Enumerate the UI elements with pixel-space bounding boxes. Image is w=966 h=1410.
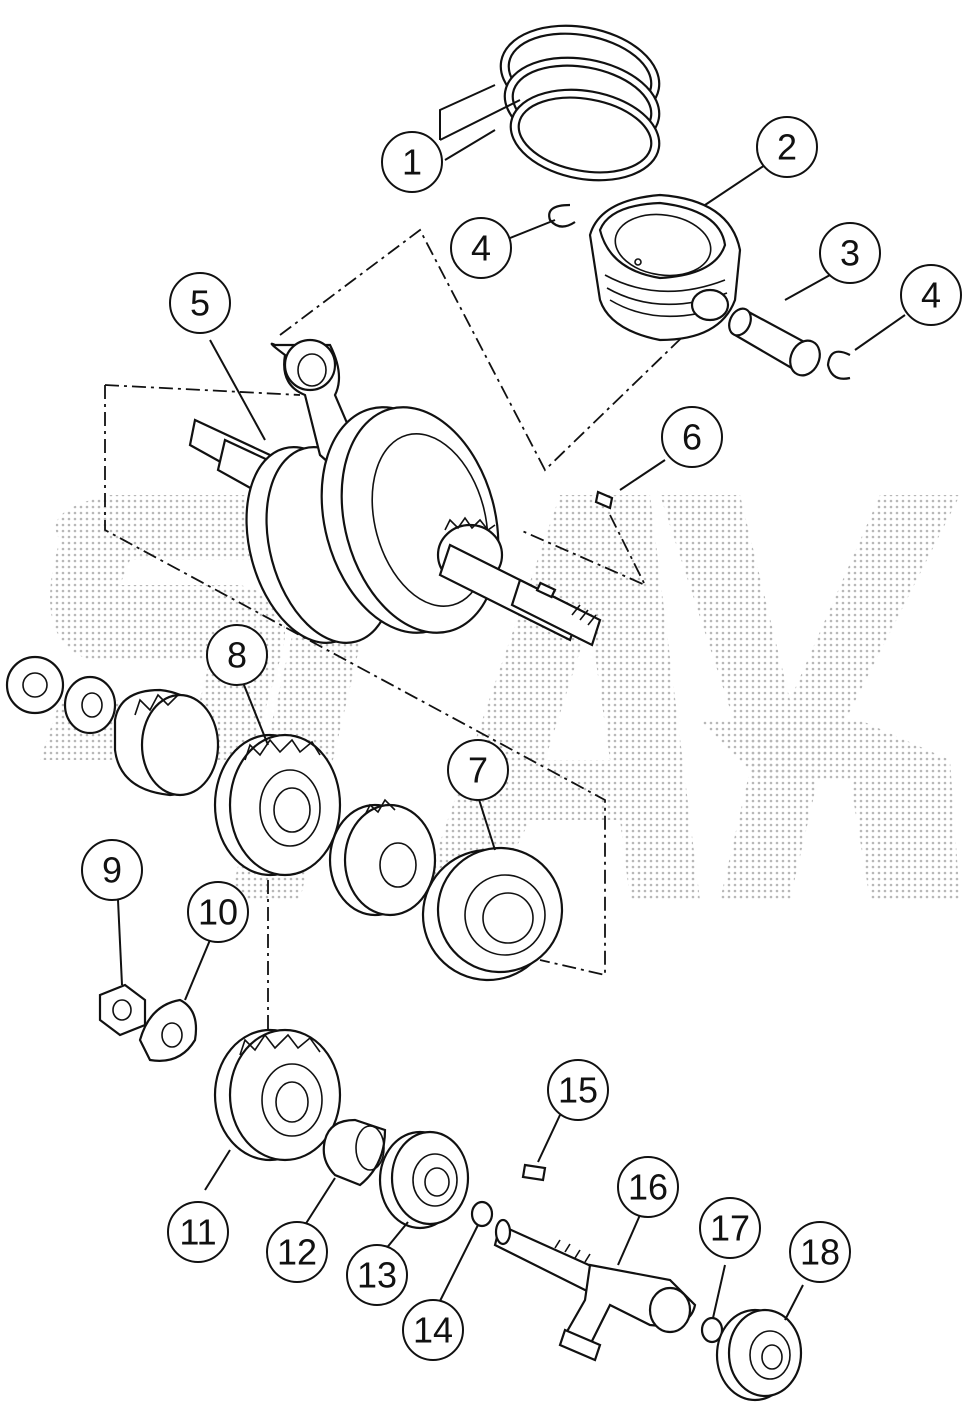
callout-13: 13 (346, 1244, 408, 1306)
callout-3: 3 (819, 222, 881, 284)
circlip-right (826, 350, 851, 380)
callout-15-label: 15 (558, 1070, 598, 1111)
callout-11: 11 (167, 1201, 229, 1263)
bushing (322, 1118, 387, 1187)
o-ring-right (700, 1316, 724, 1344)
callout-12-label: 12 (277, 1232, 317, 1273)
callout-17-label: 17 (710, 1208, 750, 1249)
callout-5: 5 (169, 272, 231, 334)
callout-12: 12 (266, 1221, 328, 1283)
callout-10: 10 (187, 881, 249, 943)
kick-starter-shaft (493, 1218, 697, 1362)
crankshaft-assembly (188, 338, 602, 647)
callout-18-label: 18 (800, 1232, 840, 1273)
shaft-key (521, 1163, 547, 1182)
leader-lines (117, 84, 906, 1321)
callout-17: 17 (699, 1197, 761, 1259)
callout-11-label: 11 (179, 1212, 216, 1253)
callout-3-label: 3 (840, 233, 860, 274)
circlip-left (548, 203, 576, 228)
callout-4-right-label: 4 (921, 275, 941, 316)
gear-middle (328, 798, 437, 917)
callout-2-label: 2 (777, 127, 797, 168)
callout-7-label: 7 (468, 750, 488, 791)
callout-4-left-label: 4 (471, 228, 491, 269)
piston (588, 193, 742, 342)
callout-15: 15 (547, 1059, 609, 1121)
lock-washer (138, 998, 198, 1062)
callout-16: 16 (617, 1156, 679, 1218)
callout-16-label: 16 (628, 1167, 668, 1208)
gear-upper (213, 733, 342, 877)
callout-6: 6 (661, 406, 723, 468)
piston-rings (499, 24, 661, 182)
callout-4-right: 4 (900, 264, 962, 326)
callout-9-label: 9 (102, 850, 122, 891)
callout-14-label: 14 (413, 1310, 453, 1351)
callout-7: 7 (447, 739, 509, 801)
bearing-right (715, 1308, 803, 1402)
callout-8: 8 (206, 624, 268, 686)
o-ring-left (470, 1200, 494, 1228)
callout-18: 18 (789, 1221, 851, 1283)
assembly-lines (104, 228, 701, 1030)
callout-14: 14 (402, 1299, 464, 1361)
callout-10-label: 10 (198, 892, 238, 933)
callout-13-label: 13 (357, 1255, 397, 1296)
callout-4-left: 4 (450, 217, 512, 279)
callout-9: 9 (81, 839, 143, 901)
nut (98, 983, 147, 1037)
callout-1: 1 (381, 131, 443, 193)
callout-5-label: 5 (190, 283, 210, 324)
woodruff-key (594, 490, 614, 510)
callout-1-label: 1 (402, 142, 422, 183)
bearing-lower (378, 1130, 470, 1230)
gear-lower (213, 1028, 342, 1162)
callout-2: 2 (756, 116, 818, 178)
piston-pin (728, 307, 821, 377)
drive-gears-left (5, 655, 220, 797)
callout-8-label: 8 (227, 635, 247, 676)
callout-6-label: 6 (682, 417, 702, 458)
bearing-upper (421, 846, 564, 982)
